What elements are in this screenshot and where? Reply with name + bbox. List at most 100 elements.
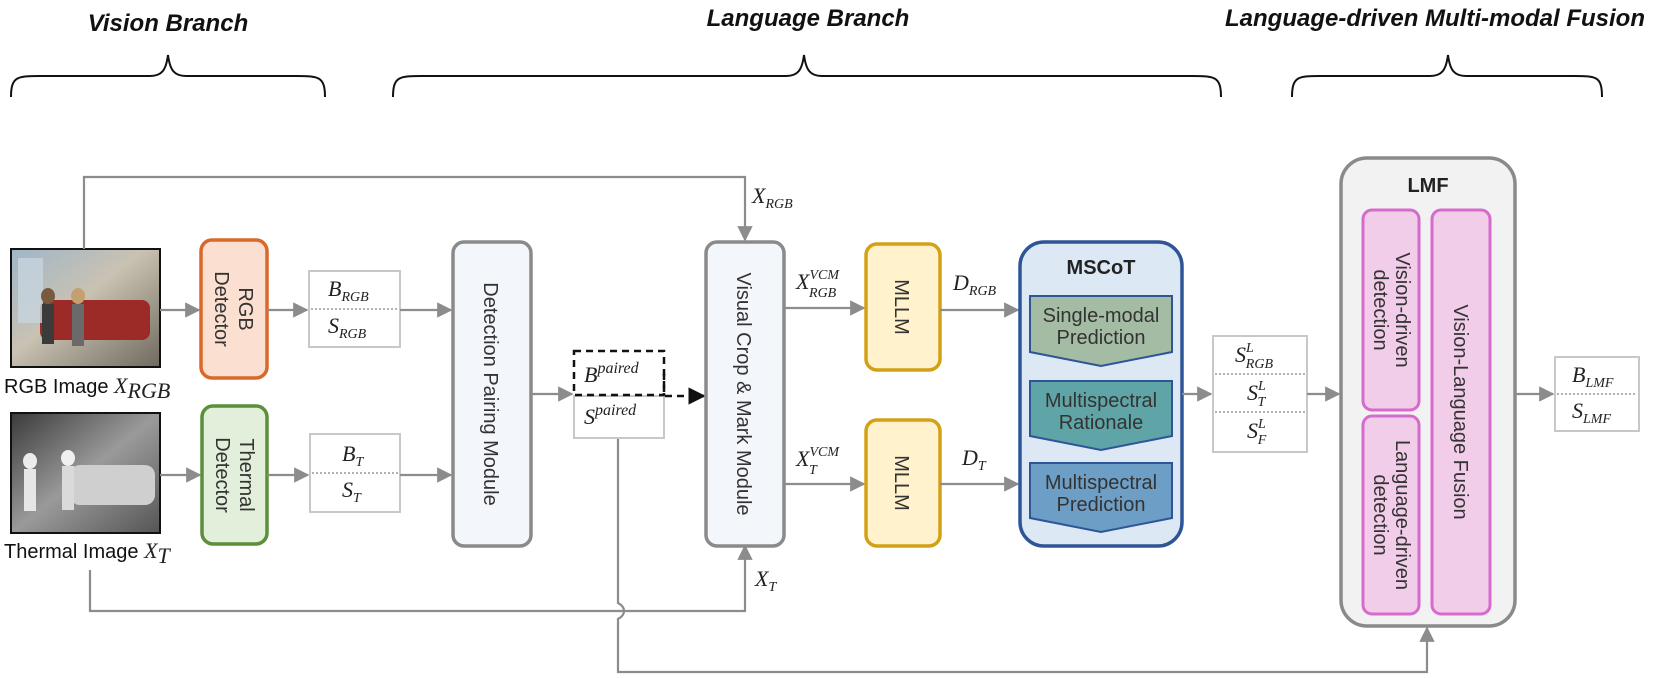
thermal-image-symbol: X (143, 538, 159, 563)
language-driven-line2: detection (1369, 474, 1391, 555)
mscot-step-single-modal: Single-modal Prediction (1029, 295, 1173, 368)
thermal-detector: Thermal Detector (200, 404, 269, 546)
language-driven-line1: Language-driven (1391, 440, 1413, 590)
label-x-rgb-main: X (751, 183, 767, 208)
label-d-rgb-sub: RGB (968, 284, 997, 299)
thermal-detector-line2: Detector (211, 437, 233, 513)
label-d-rgb: DRGB (952, 270, 997, 299)
lmf-module: LMF Vision-driven detection Language-dri… (1339, 156, 1517, 628)
vision-driven-line2: detection (1369, 269, 1391, 350)
s-rgb: SRGB (328, 313, 367, 342)
b-lmf-main: B (1572, 362, 1585, 387)
bypass-thermal-line (88, 544, 753, 613)
s-rgb-main: S (328, 313, 339, 338)
s-t: ST (342, 477, 362, 506)
b-rgb-main: B (328, 276, 341, 301)
mllm-top-label: MLLM (890, 279, 912, 335)
mscot-step3-line2: Prediction (1057, 494, 1146, 516)
score-s-rgb-main: S (1235, 342, 1246, 367)
score-s-rgb-sub: RGB (1245, 357, 1274, 372)
label-x-rgb-sub: RGB (764, 197, 793, 212)
s-rgb-sub: RGB (338, 327, 367, 342)
mscot-title: MSCoT (1067, 257, 1136, 279)
vision-driven-detection: Vision-driven detection (1361, 208, 1421, 412)
s-paired: Spaired (584, 402, 637, 429)
rgb-detector-line1: RGB (234, 287, 256, 330)
mllm-bottom-label: MLLM (890, 455, 912, 511)
label-d-rgb-main: D (952, 270, 969, 295)
rgb-image-caption-text: RGB Image (4, 376, 108, 398)
vision-driven-line1: Vision-driven (1391, 252, 1413, 367)
b-t: BT (342, 441, 364, 470)
paired-output-box: Spaired Bpaired (572, 349, 666, 439)
label-xvcm-rgb-main: X (795, 269, 811, 294)
s-lmf-main: S (1572, 398, 1583, 423)
label-d-t-main: D (961, 445, 978, 470)
s-paired-main: S (584, 404, 595, 429)
mscot-step2-line1: Multispectral (1045, 390, 1157, 412)
label-x-t-main: X (754, 566, 770, 591)
label-xvcm-rgb-sup: VCM (809, 268, 840, 283)
score-s-t-sub: T (1258, 395, 1267, 410)
bypass-rgb-line (82, 175, 753, 249)
rgb-detector: RGB Detector (199, 238, 269, 380)
mscot-step-multispectral-prediction: Multispectral Prediction (1029, 462, 1173, 534)
vcm-label: Visual Crop & Mark Module (732, 272, 754, 515)
visual-crop-mark-module: Visual Crop & Mark Module (704, 240, 786, 548)
mscot-step1-line1: Single-modal (1043, 305, 1160, 327)
lmf-title: LMF (1407, 175, 1448, 197)
brace-vision (10, 54, 326, 98)
detection-pairing-label: Detection Pairing Module (479, 282, 501, 505)
rgb-image-symbol-sub: RGB (127, 378, 171, 403)
b-paired-sup: paired (596, 360, 639, 377)
score-s-t-main: S (1247, 380, 1258, 405)
mscot-step2-line2: Rationale (1059, 412, 1144, 434)
thermal-image (10, 412, 161, 534)
rgb-detector-line2: Detector (210, 271, 232, 347)
brace-fusion (1291, 54, 1603, 98)
b-t-main: B (342, 441, 355, 466)
detection-pairing-module: Detection Pairing Module (451, 240, 533, 548)
thermal-output-box: BT ST (309, 433, 401, 513)
b-t-sub: T (355, 455, 364, 470)
mllm-top: MLLM (864, 242, 942, 372)
mscot-step3-line1: Multispectral (1045, 472, 1157, 494)
section-title-vision: Vision Branch (88, 10, 248, 37)
score-s-f-sup: L (1257, 417, 1266, 432)
score-s-t-sup: L (1257, 379, 1266, 394)
rgb-image-symbol: X (113, 373, 129, 398)
thermal-detector-line1: Thermal (235, 438, 257, 511)
s-t-main: S (342, 477, 353, 502)
s-t-sub: T (353, 491, 362, 506)
label-x-t: XT (754, 566, 777, 595)
b-lmf-sub: LMF (1584, 376, 1613, 391)
language-driven-detection: Language-driven detection (1361, 414, 1421, 616)
section-title-language: Language Branch (707, 5, 910, 32)
s-lmf-sub: LMF (1582, 412, 1611, 427)
b-paired-main: B (584, 362, 597, 387)
spaired-to-lmf-line (616, 438, 1435, 674)
label-d-t-sub: T (978, 459, 987, 474)
brace-language (392, 54, 1222, 98)
thermal-image-caption-text: Thermal Image (4, 541, 139, 563)
b-rgb-sub: RGB (340, 290, 369, 305)
mscot-step-rationale: Multispectral Rationale (1029, 380, 1173, 452)
thermal-image-caption: Thermal Image XT (4, 538, 172, 568)
mscot-step1-line2: Prediction (1057, 327, 1146, 349)
dashed-arrow-bpaired-to-vcm (662, 373, 706, 405)
score-s-rgb-sup: L (1245, 341, 1254, 356)
rgb-image-caption: RGB Image XRGB (4, 373, 170, 403)
final-output-box: BLMF SLMF (1554, 356, 1640, 432)
b-rgb: BRGB (328, 276, 369, 305)
mllm-bottom: MLLM (864, 418, 942, 548)
s-paired-sup: paired (594, 402, 637, 419)
score-s-f-sub: F (1257, 433, 1267, 448)
label-x-rgb: XRGB (751, 183, 793, 212)
mscot-module: MSCoT Single-modal Prediction Multispect… (1018, 240, 1184, 548)
